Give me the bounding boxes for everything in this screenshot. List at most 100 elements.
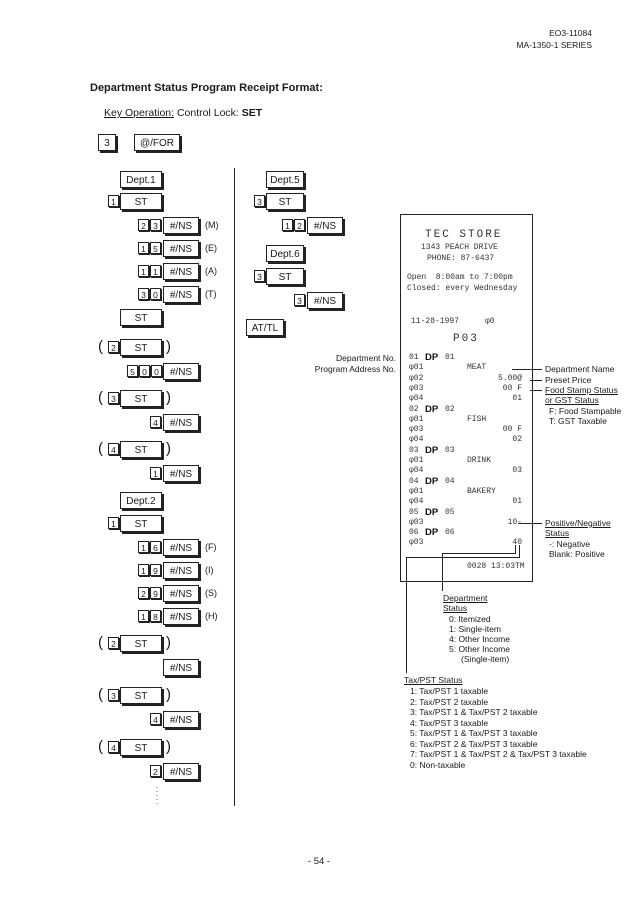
key-digit[interactable]: 1 xyxy=(108,195,119,207)
key-digit[interactable]: 3 xyxy=(294,294,305,306)
key-digit[interactable]: 2 xyxy=(150,765,161,777)
key-digit[interactable]: 5 xyxy=(127,365,138,377)
receipt-phone: PHONE: 87-6437 xyxy=(427,254,495,263)
receipt-line-code: φ04 xyxy=(409,435,424,445)
key-digit[interactable]: 1 xyxy=(150,265,161,277)
receipt-line-code: 01 xyxy=(409,353,419,362)
key-digit[interactable]: 3 xyxy=(150,219,161,231)
receipt-dp-marker: DP xyxy=(425,506,439,518)
column-divider xyxy=(234,168,235,806)
receipt-dp-marker: DP xyxy=(425,527,439,539)
key-digit[interactable]: 3 xyxy=(254,270,265,282)
key-ns[interactable]: #/NS xyxy=(163,263,199,280)
key-digit[interactable]: 2 xyxy=(108,637,119,649)
key-st[interactable]: ST xyxy=(266,268,304,285)
key-ns[interactable]: #/NS xyxy=(163,217,199,234)
paren-close: ) xyxy=(166,338,171,355)
key-st[interactable]: ST xyxy=(120,739,162,756)
key-ns[interactable]: #/NS xyxy=(163,539,199,556)
leader-preset-price xyxy=(530,380,542,381)
receipt-line-value: 10- xyxy=(507,517,522,527)
key-digit[interactable]: 3 xyxy=(254,195,265,207)
key-ns[interactable]: #/NS xyxy=(163,562,199,579)
receipt-date: 11-28-1997 xyxy=(411,317,460,326)
key-ns[interactable]: #/NS xyxy=(307,292,343,309)
key-st[interactable]: ST xyxy=(120,635,162,652)
key-digit[interactable]: 1 xyxy=(138,242,149,254)
key-at-for[interactable]: @/FOR xyxy=(134,134,180,151)
key-digit[interactable]: 3 xyxy=(138,288,149,300)
key-digit[interactable]: 1 xyxy=(138,541,149,553)
key-digit[interactable]: 1 xyxy=(138,265,149,277)
key-digit[interactable]: 6 xyxy=(150,541,161,553)
key-ns[interactable]: #/NS xyxy=(163,608,199,625)
receipt-line-code: φ04 xyxy=(409,394,424,404)
key-st[interactable]: ST xyxy=(120,309,162,326)
key-digit[interactable]: 5 xyxy=(150,242,161,254)
label-negative: -: Negative xyxy=(549,539,591,549)
key-digit[interactable]: 1 xyxy=(150,467,161,479)
key-digit[interactable]: 3 xyxy=(108,689,119,701)
key-digit[interactable]: 1 xyxy=(282,219,293,231)
key-dept1[interactable]: Dept.1 xyxy=(120,171,162,188)
key-ns[interactable]: #/NS xyxy=(163,465,199,482)
key-dept5[interactable]: Dept.5 xyxy=(266,171,304,188)
key-st[interactable]: ST xyxy=(120,441,162,458)
key-ns[interactable]: #/NS xyxy=(163,711,199,728)
leader-tax-status-tick xyxy=(519,545,520,557)
key-ns[interactable]: #/NS xyxy=(163,240,199,257)
key-ns[interactable]: #/NS xyxy=(163,763,199,780)
key-digit[interactable]: 4 xyxy=(108,443,119,455)
key-dept6[interactable]: Dept.6 xyxy=(266,245,304,262)
key-st[interactable]: ST xyxy=(120,687,162,704)
leader-food-stamp xyxy=(530,390,542,391)
key-digit[interactable]: 1 xyxy=(138,564,149,576)
key-ns[interactable]: #/NS xyxy=(163,659,199,676)
key-ns[interactable]: #/NS xyxy=(163,585,199,602)
key-digit[interactable]: 4 xyxy=(108,741,119,753)
key-ns[interactable]: #/NS xyxy=(307,217,343,234)
key-digit[interactable]: 0 xyxy=(139,365,150,377)
receipt-dept-name: DRINK xyxy=(467,456,492,465)
key-digit[interactable]: 2 xyxy=(108,341,119,353)
key-digit[interactable]: 2 xyxy=(294,219,305,231)
key-digit[interactable]: 0 xyxy=(150,288,161,300)
key-digit[interactable]: 4 xyxy=(150,416,161,428)
key-digit[interactable]: 0 xyxy=(151,365,162,377)
receipt-line-code: φ04 xyxy=(409,497,424,507)
key-digit[interactable]: 4 xyxy=(150,713,161,725)
receipt-line-value: 40 xyxy=(512,538,522,548)
key-st[interactable]: ST xyxy=(266,193,304,210)
key-ns[interactable]: #/NS xyxy=(163,363,199,380)
label-positive: Blank: Positive xyxy=(549,549,605,559)
receipt-footer: 0028 13:03TM xyxy=(467,562,525,571)
key-digit[interactable]: 1 xyxy=(108,517,119,529)
key-at-tl[interactable]: AT/TL xyxy=(246,319,284,336)
series-label: MA-1350-1 SERIES xyxy=(516,40,592,50)
key-digit[interactable]: 8 xyxy=(150,610,161,622)
key-digit[interactable]: 2 xyxy=(138,587,149,599)
key-digit[interactable]: 3 xyxy=(108,392,119,404)
key-digit-3[interactable]: 3 xyxy=(98,134,116,151)
key-dept2[interactable]: Dept.2 xyxy=(120,492,162,509)
key-st[interactable]: ST xyxy=(120,390,162,407)
status-code: (E) xyxy=(205,243,217,253)
key-digit[interactable]: 9 xyxy=(150,587,161,599)
key-digit[interactable]: 2 xyxy=(138,219,149,231)
paren-close: ) xyxy=(166,686,171,703)
label-department-no: Department No. xyxy=(336,353,396,363)
dept-status-item: 1: Single-item xyxy=(449,624,501,634)
key-st[interactable]: ST xyxy=(120,515,162,532)
page-number: - 54 - xyxy=(307,856,331,867)
key-ns[interactable]: #/NS xyxy=(163,414,199,431)
key-digit[interactable]: 9 xyxy=(150,564,161,576)
paren-open: ( xyxy=(98,686,103,703)
key-st[interactable]: ST xyxy=(120,339,162,356)
key-st[interactable]: ST xyxy=(120,193,162,210)
page-title: Department Status Program Receipt Format… xyxy=(90,82,323,94)
key-digit[interactable]: 1 xyxy=(138,610,149,622)
leader-dept-status-tick xyxy=(515,545,516,553)
key-ns[interactable]: #/NS xyxy=(163,286,199,303)
receipt-line-value: 02 xyxy=(445,404,455,414)
receipt-line-code: φ03 xyxy=(409,383,424,393)
